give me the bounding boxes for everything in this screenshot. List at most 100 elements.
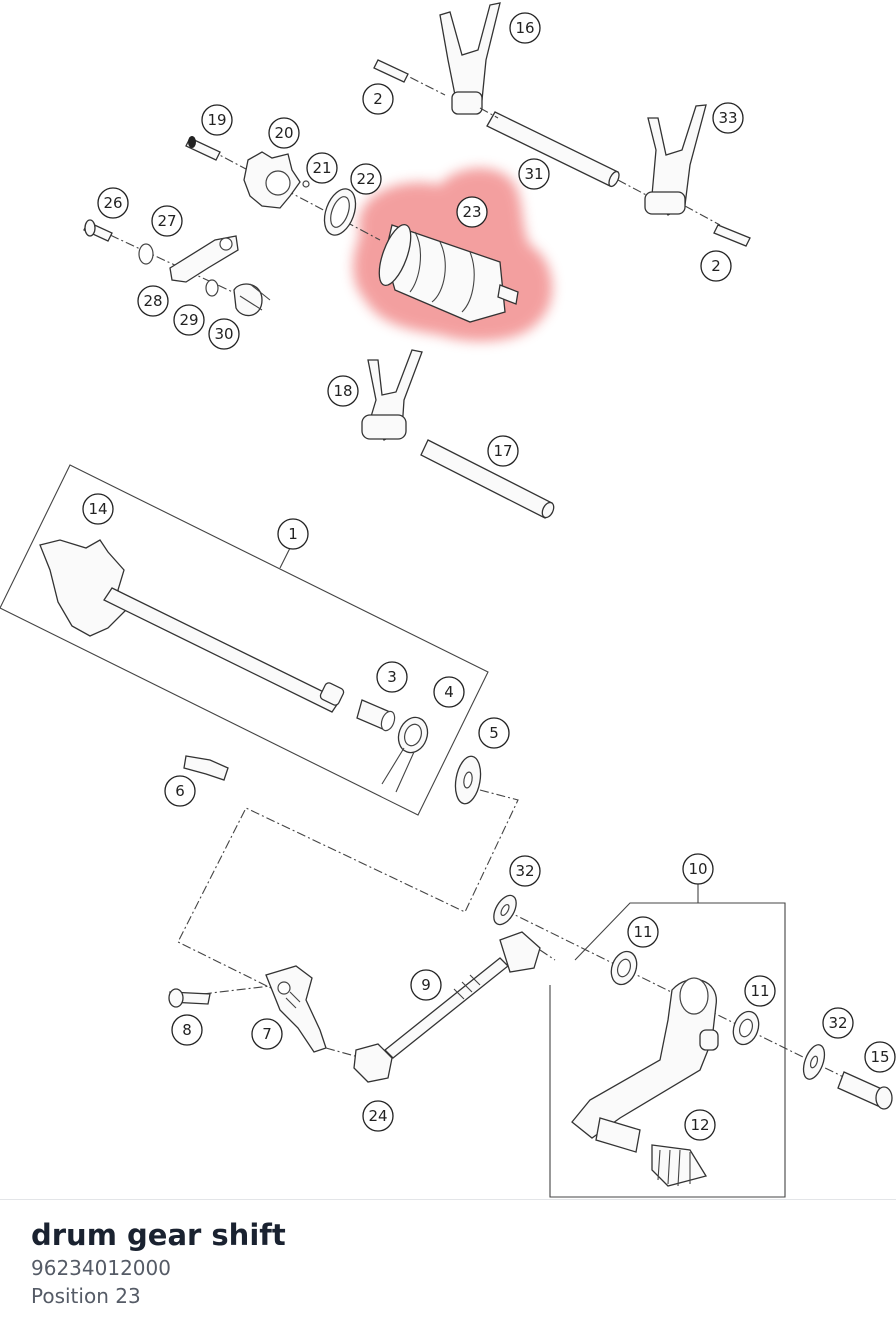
svg-text:31: 31 [524, 165, 543, 183]
callout-9: 9 [410, 969, 442, 1001]
callout-10: 10 [682, 853, 714, 885]
spring-4[interactable] [381, 713, 432, 793]
callout-8: 8 [171, 1014, 203, 1046]
callout-23: 23 [456, 196, 488, 228]
shift-rail-17[interactable] [420, 439, 556, 519]
gear-lever-10[interactable] [571, 977, 719, 1153]
bolt-26[interactable] [83, 219, 113, 242]
svg-text:22: 22 [356, 170, 375, 188]
svg-text:14: 14 [88, 500, 107, 518]
washer-32-left[interactable] [489, 892, 521, 929]
svg-text:19: 19 [207, 111, 226, 129]
assembly-1-box [0, 464, 489, 816]
pin-6[interactable] [183, 755, 229, 781]
callout-26: 26 [97, 187, 129, 219]
svg-text:30: 30 [214, 325, 233, 343]
svg-text:17: 17 [493, 442, 512, 460]
callout-30: 30 [208, 318, 240, 350]
bearing-11-left[interactable] [607, 948, 641, 988]
callout-21: 21 [306, 152, 338, 184]
svg-text:10: 10 [688, 860, 707, 878]
callout-12: 12 [684, 1109, 716, 1141]
washer-32-right[interactable] [799, 1042, 828, 1082]
screw-2-upper[interactable] [373, 59, 409, 83]
callout-labels: 16 2 33 19 20 21 22 31 23 26 27 2 28 29 … [82, 12, 896, 1141]
linkage-rod-9[interactable] [384, 931, 541, 1059]
callout-17: 17 [487, 435, 519, 467]
part-position: Position 23 [31, 1284, 141, 1308]
shift-rail-31[interactable] [486, 111, 621, 188]
svg-text:9: 9 [421, 976, 431, 994]
callout-6: 6 [164, 775, 196, 807]
svg-text:2: 2 [373, 90, 383, 108]
svg-text:26: 26 [103, 194, 122, 212]
callout-2-upper: 2 [362, 83, 394, 115]
washer-27a[interactable] [138, 243, 154, 265]
ball-joint-24[interactable] [353, 1043, 393, 1083]
callout-11-left: 11 [627, 916, 659, 948]
bearing-22[interactable] [319, 185, 362, 240]
svg-text:33: 33 [718, 109, 737, 127]
part-info-panel: drum gear shift 96234012000 Position 23 [31, 1216, 286, 1310]
shift-fork-18[interactable] [361, 349, 423, 441]
callout-1: 1 [277, 518, 309, 550]
svg-text:29: 29 [179, 311, 198, 329]
callout-20: 20 [268, 117, 300, 149]
exploded-parts-diagram: 16 2 33 19 20 21 22 31 23 26 27 2 28 29 … [0, 2, 896, 1198]
svg-text:4: 4 [444, 683, 454, 701]
callout-4: 4 [433, 676, 465, 708]
svg-text:27: 27 [157, 212, 176, 230]
svg-text:24: 24 [368, 1107, 387, 1125]
callout-3: 3 [376, 661, 408, 693]
svg-text:2: 2 [711, 257, 721, 275]
callout-28: 28 [137, 285, 169, 317]
svg-text:8: 8 [182, 1021, 192, 1039]
callout-11-right: 11 [744, 975, 776, 1007]
pin-21[interactable] [302, 180, 310, 188]
svg-text:5: 5 [489, 724, 499, 742]
svg-text:32: 32 [515, 862, 534, 880]
shift-arm-7[interactable] [265, 965, 327, 1053]
spring-30[interactable] [233, 283, 271, 317]
callout-24: 24 [362, 1100, 394, 1132]
bushing-3[interactable] [356, 699, 397, 732]
callout-22: 22 [350, 163, 382, 195]
callout-7: 7 [251, 1018, 283, 1050]
svg-text:1: 1 [288, 525, 298, 543]
star-wheel-20[interactable] [243, 151, 301, 209]
svg-text:18: 18 [333, 382, 352, 400]
part-number: 96234012000 [31, 1256, 171, 1280]
callout-14: 14 [82, 493, 114, 525]
svg-text:12: 12 [690, 1116, 709, 1134]
shift-shaft-14[interactable] [39, 539, 345, 713]
shift-fork-upper[interactable] [439, 2, 501, 115]
callout-2-right: 2 [700, 250, 732, 282]
lever-27[interactable] [169, 235, 239, 283]
svg-text:11: 11 [633, 923, 652, 941]
bolt-19[interactable] [185, 136, 221, 161]
svg-text:11: 11 [750, 982, 769, 1000]
callout-27: 27 [151, 205, 183, 237]
washer-5[interactable] [452, 754, 484, 805]
bolt-8[interactable] [168, 988, 211, 1008]
panel-divider [0, 1199, 896, 1200]
washer-29[interactable] [205, 279, 219, 297]
callout-18: 18 [327, 375, 359, 407]
screw-2-right[interactable] [713, 224, 751, 247]
bolt-15[interactable] [837, 1071, 893, 1110]
rubber-12[interactable] [651, 1144, 708, 1187]
shift-drum-23[interactable] [373, 221, 519, 323]
callout-32-left: 32 [509, 855, 541, 887]
shift-fork-33[interactable] [644, 104, 707, 216]
svg-text:15: 15 [870, 1048, 889, 1066]
callout-16: 16 [509, 12, 541, 44]
part-name: drum gear shift [31, 1218, 286, 1252]
bearing-11-right[interactable] [729, 1008, 763, 1048]
svg-text:23: 23 [462, 203, 481, 221]
svg-text:21: 21 [312, 159, 331, 177]
svg-text:3: 3 [387, 668, 397, 686]
svg-text:32: 32 [828, 1014, 847, 1032]
callout-19: 19 [201, 104, 233, 136]
svg-text:7: 7 [262, 1025, 272, 1043]
svg-text:28: 28 [143, 292, 162, 310]
